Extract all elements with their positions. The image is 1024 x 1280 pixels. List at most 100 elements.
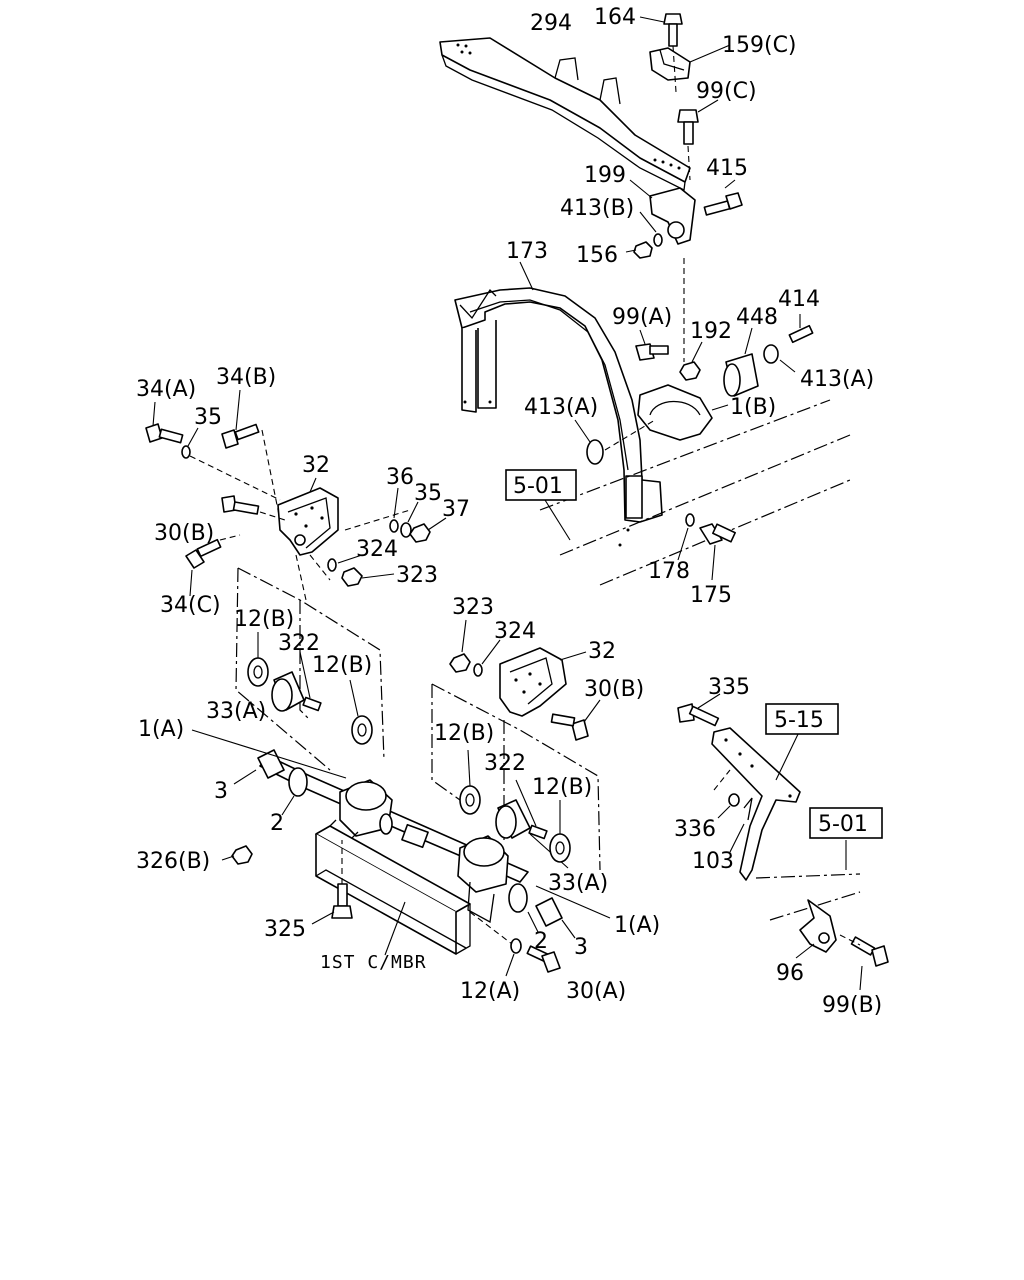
label-1b: 1(B)	[730, 395, 776, 420]
clamp-1b	[637, 384, 729, 441]
label-32-top: 32	[302, 453, 330, 478]
label-192: 192	[690, 319, 732, 344]
bracket-32-upper	[277, 477, 339, 556]
nut-323-upper	[341, 567, 395, 587]
bolt-164	[639, 13, 683, 47]
label-3-right: 3	[574, 935, 588, 960]
label-12b-4: 12(B)	[532, 775, 592, 800]
bolt-30b-right	[550, 699, 601, 741]
ref-box-515: 5-15	[765, 703, 839, 735]
nut-326b	[221, 845, 253, 865]
label-1a-left: 1(A)	[138, 717, 184, 742]
label-413a-left: 413(A)	[524, 395, 598, 420]
label-33a-left: 33(A)	[206, 699, 266, 724]
bracket-96	[795, 899, 837, 959]
label-323-mid: 323	[452, 595, 494, 620]
label-34c: 34(C)	[160, 593, 221, 618]
label-2-left: 2	[270, 811, 284, 836]
label-326b: 326(B)	[136, 849, 210, 874]
washer-12b-3	[459, 749, 481, 815]
label-12b-2: 12(B)	[312, 653, 372, 678]
collar-3-right	[535, 897, 576, 939]
bolt-30b-left	[221, 495, 260, 515]
label-35-right: 35	[414, 481, 442, 506]
nut-156	[625, 241, 653, 259]
label-12b-3: 12(B)	[434, 721, 494, 746]
bracket-199	[629, 179, 696, 245]
label-34a: 34(A)	[136, 377, 196, 402]
nut-37	[409, 517, 447, 543]
bracket-32-mid	[499, 647, 587, 717]
washer-12b-4	[549, 800, 571, 863]
washer-36	[389, 487, 399, 533]
label-173: 173	[506, 239, 548, 264]
cross-member	[315, 825, 471, 956]
nut-192	[679, 341, 703, 381]
label-324-mid: 324	[494, 619, 536, 644]
label-415: 415	[706, 156, 748, 181]
bushing-33a-left	[271, 671, 305, 712]
bolt-415	[703, 179, 743, 216]
washer-12b-1	[247, 632, 269, 687]
label-322-left: 322	[278, 631, 320, 656]
clip-159c	[649, 44, 731, 81]
label-324-top: 324	[356, 537, 398, 562]
frame-173	[454, 287, 663, 547]
label-164: 164	[594, 5, 636, 30]
ref-box-501-bottom: 5-01	[809, 807, 883, 839]
ref-501-top-text: 5-01	[513, 474, 563, 499]
nut-323-mid	[449, 619, 471, 673]
washer-35-right	[400, 501, 419, 538]
label-336: 336	[674, 817, 716, 842]
washer-324-upper	[327, 554, 363, 572]
ref-501-bottom-text: 5-01	[818, 812, 868, 837]
pin-322-left	[299, 651, 322, 712]
bolt-34a	[145, 401, 184, 444]
pin-322-right	[515, 779, 548, 840]
washer-413a-right	[763, 344, 796, 373]
ref-515-text: 5-15	[774, 708, 824, 733]
shaft-joint	[379, 813, 429, 849]
label-448: 448	[736, 305, 778, 330]
collar-3-left	[233, 749, 285, 785]
bolt-99c	[677, 99, 719, 145]
bushing-1a-right	[457, 835, 509, 924]
bushing-33a-right	[495, 799, 569, 869]
label-30b-right: 30(B)	[584, 677, 644, 702]
label-414: 414	[778, 287, 820, 312]
bolt-99b	[850, 936, 889, 991]
label-30a: 30(A)	[566, 979, 626, 1004]
bolt-335	[677, 693, 721, 727]
label-99b: 99(B)	[822, 993, 882, 1018]
label-103: 103	[692, 849, 734, 874]
label-12a: 12(A)	[460, 979, 520, 1004]
washer-324-mid	[473, 639, 501, 677]
label-96: 96	[776, 961, 804, 986]
label-35-left: 35	[194, 405, 222, 430]
washer-12a	[505, 938, 522, 977]
bolt-34b	[221, 389, 260, 449]
bolt-99a	[635, 329, 669, 361]
label-335: 335	[708, 675, 750, 700]
bolt-30a	[526, 945, 561, 973]
label-294: 294	[530, 11, 572, 36]
label-33a-right: 33(A)	[548, 871, 608, 896]
rubber-mount-448	[723, 327, 759, 397]
label-1a-right: 1(A)	[614, 913, 660, 938]
label-175: 175	[690, 583, 732, 608]
label-32-mid: 32	[588, 639, 616, 664]
label-37: 37	[442, 497, 470, 522]
collar-2-right	[508, 883, 539, 933]
label-178: 178	[648, 559, 690, 584]
bolt-175	[699, 523, 736, 581]
label-199: 199	[584, 163, 626, 188]
collar-2-left	[281, 767, 308, 816]
label-413b: 413(B)	[560, 196, 634, 221]
label-1st-crossmember: 1ST C/MBR	[320, 952, 427, 973]
clip-103	[729, 797, 753, 853]
label-12b-1: 12(B)	[234, 607, 294, 632]
washer-413b	[639, 211, 663, 247]
label-159c: 159(C)	[722, 33, 797, 58]
frame-rail-294	[439, 37, 691, 191]
